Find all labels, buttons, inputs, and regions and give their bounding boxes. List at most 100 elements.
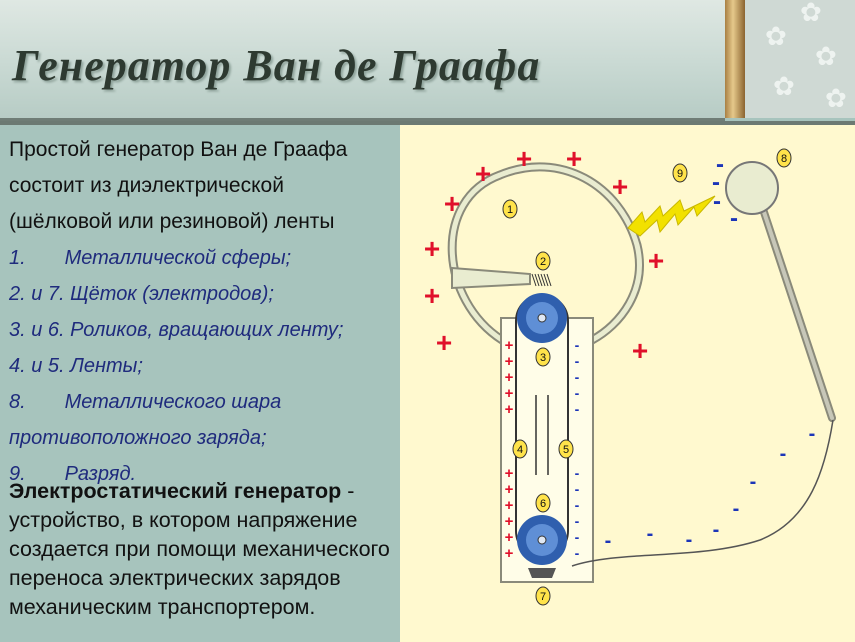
minus-sign: - [733,498,740,520]
svg-text:1: 1 [507,204,513,216]
negative-charges: ----------------------- [575,151,816,561]
minus-sign: - [713,519,720,541]
plus-sign: + [424,280,440,311]
definition: Электростатический генератор - устройств… [9,477,479,622]
minus-sign: - [730,205,738,232]
svg-text:9: 9 [677,168,683,180]
ball-rod-inner [758,198,834,420]
description: Простой генератор Ван де Граафа состоит … [9,132,479,492]
title-bar: Генератор Ван де Граафа [0,0,725,121]
flower-icon: ✿ [773,72,795,102]
lower-roller-axle [537,535,547,545]
item-number: 2. и 7. [9,283,65,305]
minus-sign: - [647,523,654,545]
plus-sign: + [505,337,514,354]
list-item: 3. и 6. Роликов, вращающих ленту; [9,312,479,348]
minus-sign: - [712,169,720,196]
plus-sign: + [632,335,648,366]
item-number: 1. [9,247,26,269]
part-label-5: 5 [558,439,574,459]
plus-sign: + [505,545,514,562]
intro-line: (шёлковой или резиновой) ленты [9,210,335,233]
minus-sign: - [575,401,580,417]
plus-sign: + [612,171,628,202]
plus-sign: + [505,497,514,514]
spark-bolt [627,195,716,237]
part-label-1: 1 [502,199,518,219]
definition-line: создается при помощи механического [9,537,390,561]
svg-text:3: 3 [540,352,546,364]
minus-sign: - [605,530,612,552]
list-item: 4. и 5. Ленты; [9,348,479,384]
plus-sign: + [505,369,514,386]
minus-sign: - [716,151,724,178]
definition-line: устройство, в котором напряжение [9,508,358,532]
intro-line: Простой генератор Ван де Граафа [9,138,348,161]
item-text: Щёток (электродов); [70,283,274,305]
svg-text:2: 2 [540,256,546,268]
part-label-4: 4 [512,439,528,459]
item-number: 9. [9,463,26,485]
item-text: Разряд. [64,463,137,485]
svg-text:5: 5 [563,444,569,456]
minus-sign: - [575,545,580,561]
slide-title: Генератор Ван де Граафа [12,41,541,90]
svg-text:7: 7 [540,591,546,603]
part-label-6: 6 [535,493,551,513]
positive-charges: +++++++++++++++++++++ [424,143,664,562]
definition-term: Электростатический генератор [9,479,342,503]
definition-first-line: Электростатический генератор - [9,477,479,506]
part-labels: 1 2 3 4 5 6 7 8 9 [502,148,792,606]
lower-brush [528,568,556,578]
part-label-7: 7 [535,586,551,606]
item-text: Ленты; [70,355,143,377]
item-number: 3. и 6. [9,319,65,341]
upper-roller-axle [537,313,547,323]
list-item: 2. и 7. Щёток (электродов); [9,276,479,312]
list-item: 1. Металлической сферы; [9,240,479,276]
minus-sign: - [575,529,580,545]
plus-sign: + [505,529,514,546]
minus-sign: - [575,513,580,529]
svg-text:6: 6 [540,498,546,510]
minus-sign: - [575,337,580,353]
plus-sign: + [475,158,491,189]
list-item: противоположного заряда; [9,420,479,456]
flower-icon: ✿ [825,84,847,114]
plus-sign: + [516,143,532,174]
svg-text:4: 4 [517,444,523,456]
part-label-8: 8 [776,148,792,168]
list-item: 9. Разряд. [9,456,479,492]
minus-sign: - [575,385,580,401]
plus-sign: + [505,401,514,418]
minus-sign: - [686,529,693,551]
minus-sign: - [713,188,721,215]
flower-icon: ✿ [815,42,837,72]
item-number: 4. и 5. [9,355,65,377]
divider [0,121,855,125]
decorative-pattern: ✿ ✿ ✿ ✿ ✿ [745,0,855,118]
plus-sign: + [505,513,514,530]
item-text: Металлического шара [64,391,282,413]
item-number: 8. [9,391,26,413]
part-label-3: 3 [535,347,551,367]
item-text: противоположного заряда; [9,427,267,449]
definition-line: переноса электрических зарядов [9,566,341,590]
svg-text:8: 8 [781,153,787,165]
plus-sign: + [505,385,514,402]
decorative-pillar [725,0,745,118]
plus-sign: + [566,143,582,174]
metal-sphere-inner [449,164,642,343]
part-label-9: 9 [672,163,688,183]
list-item: 8. Металлического шара [9,384,479,420]
minus-sign: - [575,497,580,513]
plus-sign: + [436,327,452,358]
minus-sign: - [575,465,580,481]
minus-sign: - [575,353,580,369]
minus-sign: - [575,369,580,385]
definition-dash: - [341,479,355,503]
minus-sign: - [780,443,787,465]
plus-sign: + [424,233,440,264]
plus-sign: + [648,245,664,276]
